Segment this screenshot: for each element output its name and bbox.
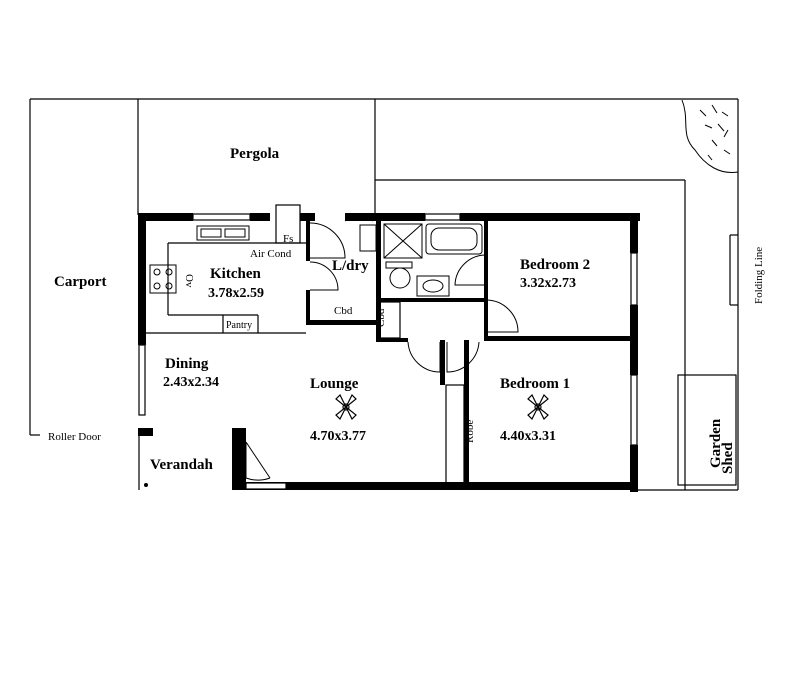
laundry-label: L/dry bbox=[332, 258, 369, 274]
lounge-label: Lounge bbox=[310, 376, 359, 392]
air-cond-label: Air Cond bbox=[250, 248, 292, 260]
interior-walls bbox=[306, 215, 634, 485]
ceiling-fan-icon bbox=[335, 393, 357, 421]
bathroom-fixtures bbox=[359, 223, 483, 297]
ceiling-fan-icon bbox=[527, 393, 549, 421]
bedroom1-label: Bedroom 1 bbox=[500, 376, 570, 392]
pantry-label: Pantry bbox=[226, 320, 252, 331]
kitchen-fixtures bbox=[149, 225, 250, 294]
site-lines bbox=[29, 98, 739, 491]
carport-label: Carport bbox=[54, 274, 107, 290]
verandah-label: Verandah bbox=[150, 457, 213, 473]
kitchen-size: 3.78x2.59 bbox=[208, 286, 264, 301]
fs-label: Fs bbox=[283, 233, 293, 245]
lounge-size: 4.70x3.77 bbox=[310, 429, 366, 444]
bedroom2-size: 3.32x2.73 bbox=[520, 276, 576, 291]
robe-label: Robe bbox=[464, 420, 476, 443]
garden-label: Garden bbox=[708, 418, 724, 468]
exterior-walls bbox=[138, 213, 640, 492]
kitchen-label: Kitchen bbox=[210, 266, 261, 282]
shed-label: Shed bbox=[720, 442, 736, 474]
ov-label: Ov bbox=[183, 274, 195, 288]
roller-door-label: Roller Door bbox=[48, 431, 101, 443]
bedroom2-label: Bedroom 2 bbox=[520, 257, 590, 273]
hall-cupboard-label: Cbd bbox=[375, 308, 387, 327]
door-swings bbox=[245, 216, 519, 481]
laundry-cupboard-label: Cbd bbox=[334, 305, 353, 317]
bedroom1-size: 4.40x3.31 bbox=[500, 429, 556, 444]
dining-label: Dining bbox=[165, 356, 209, 372]
partitions bbox=[146, 204, 465, 484]
garden-shrub-icon bbox=[681, 99, 739, 174]
folding-line-label: Folding Line bbox=[753, 247, 765, 304]
windows bbox=[138, 213, 638, 490]
pergola-label: Pergola bbox=[230, 146, 280, 162]
verandah-marker bbox=[144, 483, 148, 487]
dining-size: 2.43x2.34 bbox=[163, 375, 219, 390]
